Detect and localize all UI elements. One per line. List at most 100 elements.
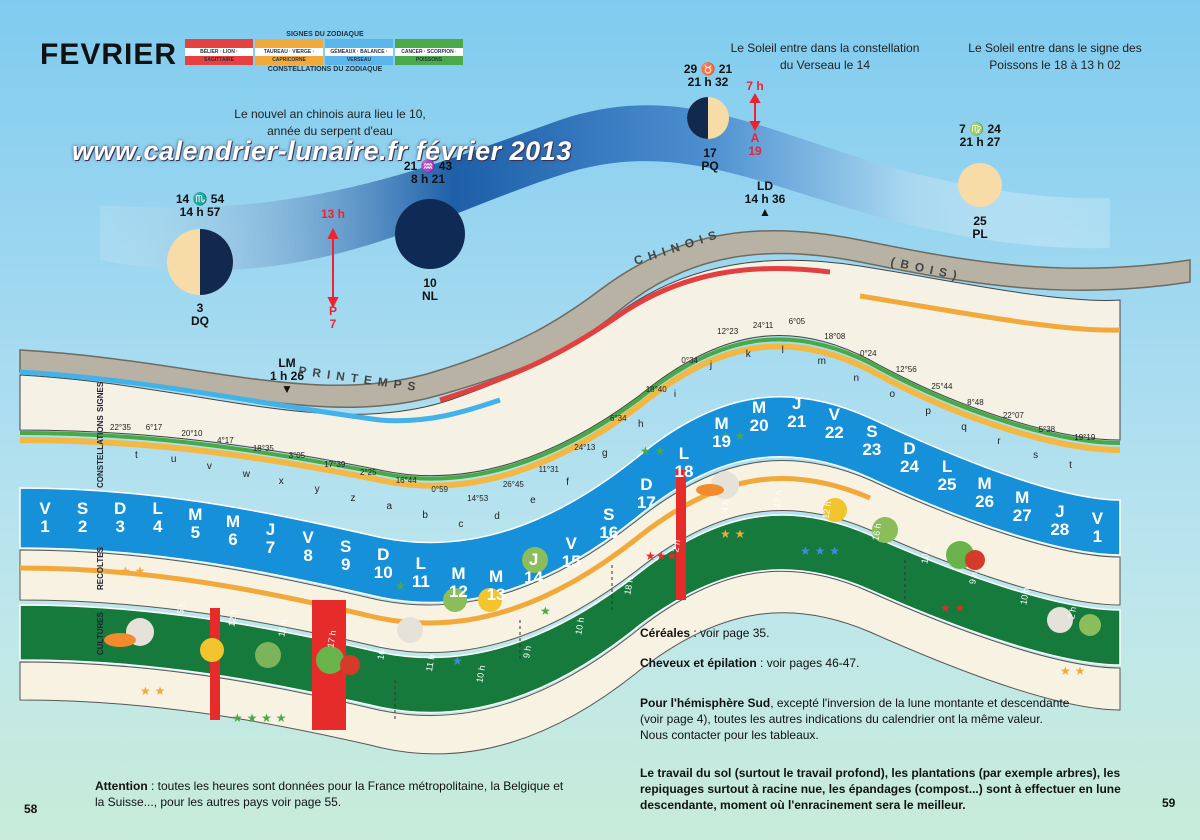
sign-time-label: 18°08	[824, 332, 846, 342]
svg-text:★ ★: ★ ★	[140, 684, 165, 698]
svg-text:★ ★ ★ ★: ★ ★ ★ ★	[232, 711, 286, 725]
sign-time-label: 5°38	[1038, 424, 1056, 434]
harvest-strip-orange	[19, 476, 871, 626]
attention-note: Attention : toutes les heures sont donné…	[95, 779, 564, 809]
constellation-letter: j	[709, 360, 713, 372]
legend-groups: BÉLIER · LION · SAGITTAIRETAUREAU · VIER…	[185, 39, 465, 65]
hour-mark: 9 h	[966, 570, 979, 585]
moon-nl-coords: 21 ♒ 43 8 h 21	[403, 159, 453, 186]
svg-text:★ ★: ★ ★	[640, 444, 665, 458]
star-decorations: ★ ★ ★ ★ ★ ★ ★ ★ ★★★ ★ ★ ★ ★ ★ ★ ★ ★ ★ ★ …	[120, 429, 1085, 725]
hour-dividers	[394, 560, 906, 720]
moon-pq-coords: 29 ♉ 21 21 h 32	[683, 62, 733, 89]
travail-sol-note: Le travail du sol (surtout le travail pr…	[640, 766, 1121, 812]
constellation-letter: n	[853, 372, 860, 384]
moon-pq-icon	[687, 97, 729, 139]
constellation-letter: r	[997, 436, 1001, 448]
legend-bottom-label: CONSTELLATIONS DU ZODIAQUE	[267, 66, 383, 73]
svg-text:★: ★	[452, 654, 463, 668]
triangle-up-icon: ▲	[759, 205, 771, 219]
constellation-letter: d	[494, 511, 500, 523]
node-ld: LD 14 h 36 ▲	[740, 180, 790, 219]
cheveux-note: Cheveux et épilation : voir pages 46-47.	[640, 656, 860, 670]
sun-constellation-note: Le Soleil entre dans la constellation du…	[730, 41, 920, 72]
zodiac-legend: SIGNES DU ZODIAQUE BÉLIER · LION · SAGIT…	[185, 30, 465, 74]
side-label-recoltes: RECOLTES	[96, 547, 105, 590]
sign-time-label: 22°07	[1002, 411, 1024, 421]
constellation-letter: g	[602, 447, 608, 459]
constellation-letter: u	[170, 454, 177, 466]
side-label-cultures: CULTURES	[96, 612, 105, 655]
side-label-constellations: CONSTELLATIONS	[96, 415, 105, 488]
constellation-letter: q	[961, 422, 967, 434]
legend-top-label: SIGNES DU ZODIAQUE	[286, 31, 364, 38]
constellation-letter: a	[386, 501, 393, 513]
sign-time-label: 6°34	[610, 414, 627, 424]
svg-text:★ ★ ★: ★ ★ ★	[800, 544, 840, 558]
chinese-new-year-note: Le nouvel an chinois aura lieu le 10, an…	[234, 107, 426, 138]
svg-text:★ ★: ★ ★	[720, 429, 745, 443]
node-marker-ld	[676, 470, 686, 600]
moon-pl-coords: 7 ♍ 24 21 h 27	[959, 122, 1001, 149]
moon-pl-icon	[958, 163, 1002, 207]
sign-time-label: 24°13	[574, 443, 596, 453]
svg-text:★: ★	[540, 604, 551, 618]
constellation-letter: t	[135, 450, 138, 461]
sign-time-label: 3°05	[288, 451, 306, 461]
constellation-letter: t	[1069, 460, 1072, 471]
signs-strip-red	[439, 266, 831, 403]
moon-path-ribbon	[100, 105, 1110, 271]
bottom-band	[19, 570, 1121, 755]
constellation-letter: x	[278, 476, 284, 488]
moon-nl-label: 10 NL	[422, 276, 438, 303]
perigee-label: P 7	[328, 304, 337, 331]
signs-strip-orange	[859, 293, 1121, 333]
page-number-right: 59	[1162, 796, 1176, 810]
page-number-left: 58	[24, 802, 38, 816]
constellation-letter: c	[458, 519, 464, 531]
sign-time-label: 4°17	[217, 436, 234, 446]
sign-time-label: 8°48	[967, 397, 984, 407]
sign-time-label: 25°44	[931, 381, 953, 391]
constellation-letter: h	[637, 418, 644, 430]
constellation-strip-green	[19, 337, 1121, 481]
page-title: FEVRIER	[40, 38, 178, 71]
sign-time-label: 26°45	[502, 480, 524, 490]
watermark: www.calendrier-lunaire.fr février 2013	[72, 136, 572, 166]
sign-time-label: 12°23	[717, 327, 739, 337]
svg-text:★: ★	[395, 579, 406, 593]
apogee-label: A 19	[748, 131, 762, 158]
signs-strip-blue	[19, 369, 501, 424]
constellation-letter: b	[422, 510, 428, 522]
sign-time-label: 0°24	[860, 348, 877, 358]
apogee-arrow-icon	[749, 92, 761, 132]
constellation-letter: l	[781, 344, 784, 356]
hour-mark: 2 h	[1065, 605, 1078, 621]
sign-time-label: 24°11	[752, 321, 774, 331]
perigee-arrow-icon	[327, 227, 339, 309]
svg-text:★ ★: ★ ★	[720, 527, 745, 541]
sign-time-label: 18°35	[252, 443, 274, 453]
legend-group-0: BÉLIER · LION · SAGITTAIRE	[185, 39, 253, 65]
constellation-letter: p	[925, 405, 931, 417]
sign-time-label: 17°39	[324, 459, 346, 469]
sign-time-label: 12°56	[895, 365, 917, 374]
